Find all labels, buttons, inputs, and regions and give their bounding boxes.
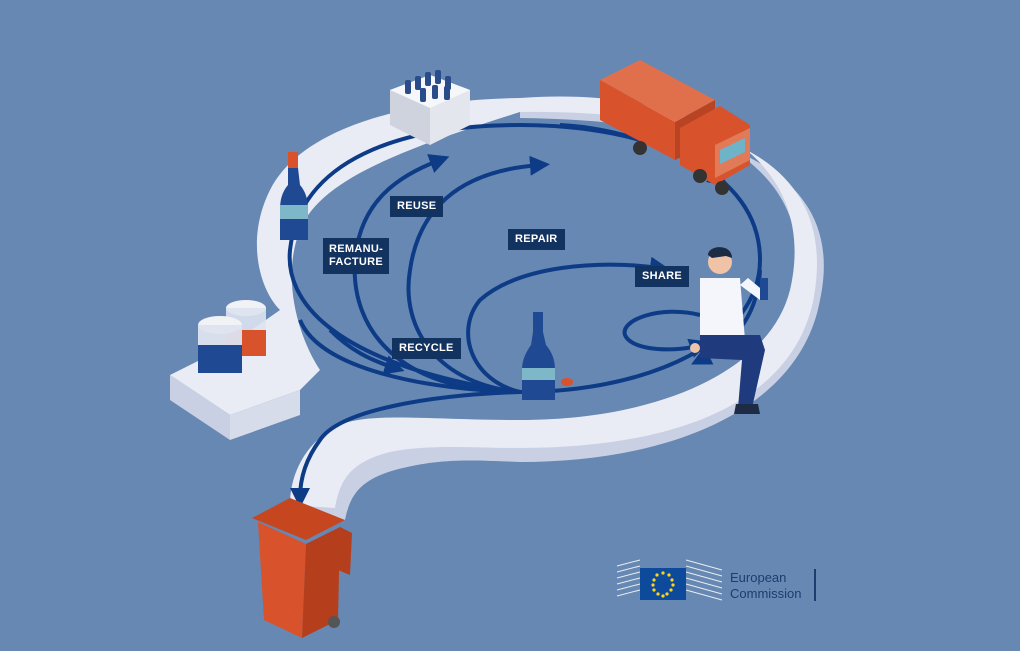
logo-line2: Commission: [730, 586, 802, 601]
label-remanufacture: REMANU- FACTURE: [323, 238, 389, 274]
european-commission-logo: European Commission: [730, 570, 802, 602]
jars-icon: [198, 300, 266, 373]
bottle-crate-icon: [390, 70, 470, 145]
label-share: SHARE: [635, 266, 690, 287]
label-remanufacture-line2: FACTURE: [329, 256, 384, 268]
bottle-icon: [280, 152, 308, 240]
logo-line1: European: [730, 570, 787, 585]
trash-bin-icon: [252, 498, 352, 638]
bottle-icon: [522, 312, 573, 400]
eu-flag-icon: [616, 559, 723, 601]
label-reuse: REUSE: [390, 196, 444, 217]
logo-divider: [814, 569, 816, 601]
person-icon: [690, 247, 768, 414]
label-remanufacture-line1: REMANU-: [329, 243, 384, 255]
truck-icon: [600, 60, 750, 195]
label-recycle: RECYCLE: [392, 338, 461, 359]
label-repair: REPAIR: [508, 229, 565, 250]
